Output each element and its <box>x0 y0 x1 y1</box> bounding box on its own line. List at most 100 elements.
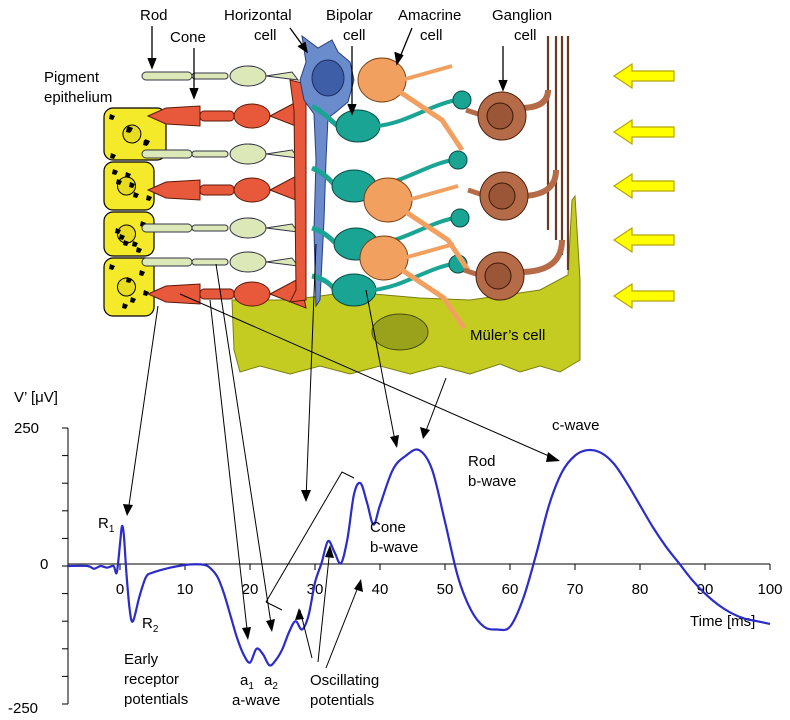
pigment-granule <box>139 270 145 276</box>
bipolar-terminal <box>452 90 472 110</box>
annot-early-2: receptor <box>124 671 179 688</box>
rod-terminal <box>265 257 300 267</box>
ganglion-nucleus <box>486 102 514 130</box>
pigment-granule <box>115 228 121 234</box>
annot-rod-b-1: Rod <box>468 453 496 470</box>
retina-illustration: Rod Cone Horizontal cell Bipolar cell Am… <box>44 7 675 375</box>
light-arrow <box>612 282 675 310</box>
x-tick-label: 70 <box>567 581 584 598</box>
x-tick-label: 0 <box>116 581 124 598</box>
amacrine-soma <box>357 57 407 103</box>
ganglion-axons <box>519 36 570 275</box>
label-pigment: Pigment <box>44 69 100 86</box>
y-axis-label: V’ [μV] <box>14 389 58 406</box>
rod-outer-segment <box>141 223 193 233</box>
pigment-granule <box>125 172 131 178</box>
light-arrow <box>612 172 675 200</box>
bipolar-terminal <box>450 208 470 228</box>
pigment-nucleus <box>117 224 136 244</box>
light-arrows <box>612 62 675 310</box>
x-tick-label: 60 <box>502 581 519 598</box>
cone-nucleus <box>233 281 271 307</box>
pigment-granule <box>110 153 116 159</box>
label-epithelium: epithelium <box>44 89 112 106</box>
cone-outer-segment <box>146 283 201 305</box>
amacrine-soma <box>363 177 413 223</box>
cone-inner-segment <box>199 184 235 196</box>
annot-r1: R1 <box>98 515 115 535</box>
horizontal-cell <box>299 34 355 308</box>
label-amacrine: Amacrine <box>398 7 461 24</box>
connector-arrowheads <box>123 427 560 640</box>
pigment-nucleus <box>117 277 136 297</box>
light-arrow <box>612 118 675 146</box>
bipolar-soma <box>335 109 381 143</box>
rod-outer-segment <box>141 71 193 81</box>
pigment-granule <box>112 169 118 175</box>
pigment-granule <box>144 139 150 145</box>
x-tick-label: 20 <box>242 581 259 598</box>
y-tick-label-0: 0 <box>40 556 48 573</box>
pigment-granule <box>109 114 115 120</box>
rod-inner-segment <box>191 224 229 232</box>
pigment-granule <box>146 195 152 201</box>
amacrine-process <box>400 267 467 330</box>
cone-nucleus <box>233 177 271 203</box>
cone-inner-segment <box>199 110 235 122</box>
y-ticks <box>62 427 68 705</box>
ganglion-nucleus <box>488 182 516 210</box>
rod-terminal <box>265 149 300 159</box>
amacrine-process <box>401 64 453 82</box>
x-axis-label: Time [ms] <box>690 613 755 630</box>
label-ganglion: Ganglion <box>492 7 552 24</box>
rod-nucleus <box>229 217 267 239</box>
bipolar-terminal <box>448 150 468 170</box>
rod-nucleus <box>229 65 267 87</box>
pigment-granule <box>119 234 125 240</box>
amacrine-process <box>398 89 465 152</box>
pigment-granule <box>143 290 149 296</box>
oscillating-bracket-lower <box>265 601 283 611</box>
amacrine-cells <box>357 57 471 330</box>
axon-curve <box>519 89 551 111</box>
x-tick-label: 40 <box>372 581 389 598</box>
pigment-granule <box>136 247 142 253</box>
oscillating-bracket <box>265 471 355 603</box>
x-tick-label: 90 <box>697 581 714 598</box>
ganglion-nucleus <box>484 262 512 290</box>
light-arrow <box>612 62 675 90</box>
rod-outer-segment <box>141 257 193 267</box>
erg-trace <box>67 448 771 667</box>
pigment-granule <box>132 241 138 247</box>
bipolar-soma <box>331 273 377 307</box>
pigment-granule <box>129 182 135 188</box>
label-ganglion-cell: cell <box>514 27 537 44</box>
pigment-epithelium <box>103 107 167 317</box>
annot-osc-2: potentials <box>310 692 374 709</box>
y-tick-label-minus-250: -250 <box>8 700 38 717</box>
rod-inner-segment <box>191 72 229 80</box>
horizontal-nucleus <box>311 59 345 97</box>
annot-early-1: Early <box>124 651 159 668</box>
pigment-granule <box>123 240 129 246</box>
rod-inner-segment <box>191 258 229 266</box>
pigment-granule <box>116 179 122 185</box>
rod-inner-segment <box>191 150 229 158</box>
label-horizontal: Horizontal <box>224 7 292 24</box>
pigment-granule <box>130 297 136 303</box>
pigment-granule <box>127 126 133 132</box>
ganglion-cells <box>463 91 529 301</box>
label-rod: Rod <box>140 7 168 24</box>
x-tick-label: 30 <box>307 581 324 598</box>
amacrine-soma <box>359 235 409 281</box>
photoreceptors <box>141 65 307 309</box>
label-bipolar-cell: cell <box>343 27 366 44</box>
y-tick-label-250: 250 <box>14 420 39 437</box>
rod-terminal <box>265 223 300 233</box>
annot-a2: a2 <box>264 672 278 692</box>
pigment-granule <box>133 192 139 198</box>
annot-cwave: c-wave <box>552 417 600 434</box>
label-horizontal-cell: cell <box>254 27 277 44</box>
annot-a1: a1 <box>240 672 254 692</box>
